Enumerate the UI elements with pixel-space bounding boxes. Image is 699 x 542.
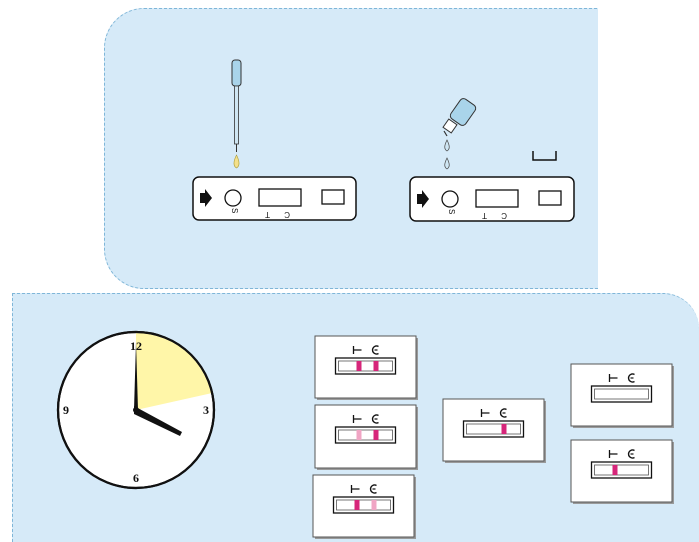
result-card — [312, 474, 416, 539]
result-window — [590, 461, 653, 479]
c-marker — [369, 484, 377, 494]
result-window — [334, 426, 397, 444]
result-window — [475, 189, 519, 208]
test-cassette: S T C — [409, 176, 575, 222]
clock-minute-hand — [134, 342, 138, 410]
clock-hour-hand — [134, 406, 182, 436]
pipette-icon — [231, 59, 242, 152]
sample-well — [224, 189, 242, 207]
t-marker — [608, 374, 618, 382]
t-line — [612, 465, 618, 475]
t-line — [356, 361, 362, 371]
buffer-drop-icon — [444, 139, 450, 152]
buffer-bottle-icon — [442, 98, 477, 137]
t-line — [356, 430, 362, 440]
clock-wait-segment — [136, 333, 212, 410]
t-marker — [350, 485, 360, 493]
sample-label: S — [230, 208, 239, 213]
c-line — [371, 500, 377, 510]
sample-drop-icon — [233, 154, 240, 169]
result-card — [570, 363, 674, 428]
arrow-icon — [200, 189, 212, 207]
sample-well — [441, 190, 459, 208]
result-window — [258, 188, 302, 207]
c-line — [373, 361, 379, 371]
result-cards — [312, 335, 674, 539]
test-label: T — [482, 211, 487, 220]
clock-label-3: 3 — [203, 403, 209, 417]
id-window — [538, 190, 562, 206]
buffer-drop-icon — [444, 157, 450, 170]
t-marker — [608, 450, 618, 458]
t-line — [354, 500, 360, 510]
c-marker — [627, 373, 635, 383]
test-cassette: S T C — [192, 176, 357, 221]
clock-label-9: 9 — [63, 403, 69, 417]
id-window — [321, 189, 345, 205]
c-marker — [499, 408, 507, 418]
t-marker — [352, 415, 362, 423]
c-line — [501, 424, 507, 434]
result-window — [590, 385, 653, 403]
result-window — [332, 496, 395, 514]
sample-label: S — [447, 209, 456, 214]
clock: 12 3 6 9 — [56, 330, 216, 490]
control-label: C — [284, 210, 290, 219]
t-marker — [480, 409, 490, 417]
result-card — [314, 335, 418, 400]
c-marker — [371, 345, 379, 355]
control-label: C — [501, 211, 507, 220]
result-window — [462, 420, 525, 438]
c-marker — [371, 414, 379, 424]
top-panel — [104, 8, 598, 289]
arrow-icon — [417, 190, 429, 208]
result-card — [314, 404, 418, 470]
test-label: T — [265, 210, 270, 219]
t-marker — [352, 346, 362, 354]
result-window — [334, 357, 397, 375]
c-marker — [627, 449, 635, 459]
c-line — [373, 430, 379, 440]
result-card — [570, 439, 674, 504]
result-card — [442, 398, 546, 463]
bracket-mark — [532, 151, 557, 161]
clock-label-6: 6 — [133, 471, 139, 485]
